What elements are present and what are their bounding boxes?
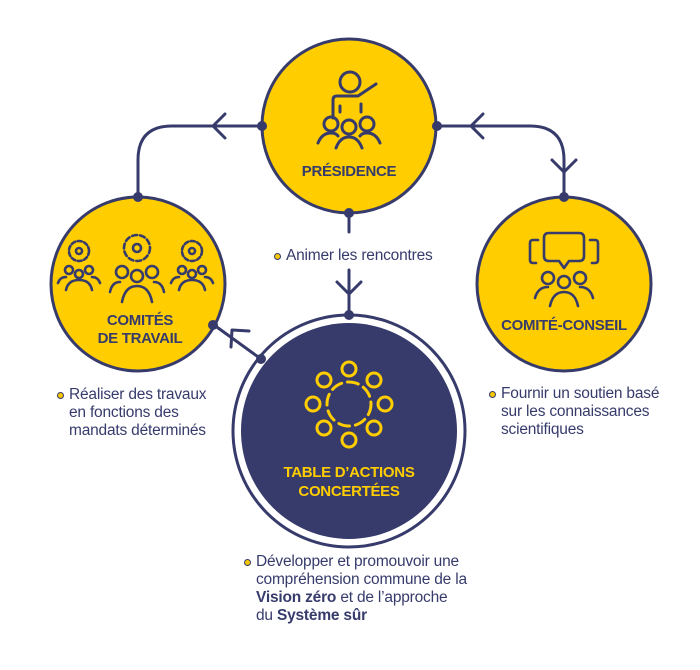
arrow-right-icon (211, 112, 227, 140)
gear-icon (122, 233, 152, 263)
connector-dot (344, 208, 354, 218)
connector-table-comites (212, 323, 263, 361)
bullet-icon (57, 392, 64, 399)
connector-presidence-conseil (435, 124, 566, 198)
round-table-icon (304, 360, 394, 449)
bullet-icon (274, 253, 281, 260)
presenter-with-audience-icon (316, 70, 382, 150)
arrow-left-icon (468, 112, 485, 140)
bullet-icon (489, 391, 496, 398)
connector-dot (133, 192, 143, 202)
conseil-label: COMITÉ-CONSEIL (501, 317, 627, 334)
presidence-description: Animer les rencontres (274, 247, 433, 265)
table-description: Développer et promouvoir une compréhensi… (244, 553, 467, 625)
group-discussion-icon (528, 231, 600, 308)
arrow-down-icon (550, 158, 578, 175)
gear-icon (180, 239, 204, 263)
comites-label-line1: COMITÉS (107, 312, 174, 329)
systeme-sur-emphasis: Système sûr (276, 607, 367, 624)
table-label-line2: CONCERTÉES (298, 483, 399, 500)
node-presidence[interactable]: PRÉSIDENCE (257, 37, 442, 218)
arrow-up-left-icon (229, 328, 251, 349)
table-label-line1: TABLE D’ACTIONS (283, 464, 414, 481)
connector-dot (559, 192, 569, 202)
gears-and-groups-icon (56, 233, 215, 304)
vision-zero-emphasis: Vision zéro (256, 589, 337, 606)
gear-icon (67, 239, 91, 263)
comites-label-line2: DE TRAVAIL (98, 330, 183, 347)
connector-dot (256, 354, 266, 364)
arrow-down-icon (335, 280, 363, 297)
connector-dot (432, 121, 442, 131)
conseil-description: Fournir un soutien basé sur les connaiss… (489, 385, 659, 439)
connector-dot (344, 310, 354, 320)
node-comites-de-travail[interactable]: COMITÉS DE TRAVAIL (49, 192, 227, 373)
connectors (136, 112, 578, 361)
node-comite-conseil[interactable]: COMITÉ-CONSEIL (475, 192, 653, 373)
bullet-icon (244, 559, 251, 566)
comites-description: Réaliser des travaux en fonctions des ma… (57, 386, 206, 440)
presidence-label: PRÉSIDENCE (302, 163, 397, 180)
connector-dot (257, 121, 267, 131)
node-table-actions-concertees[interactable]: TABLE D’ACTIONS CONCERTÉES (231, 310, 467, 549)
connector-dot (208, 320, 218, 330)
connector-comites-presidence (136, 124, 264, 199)
